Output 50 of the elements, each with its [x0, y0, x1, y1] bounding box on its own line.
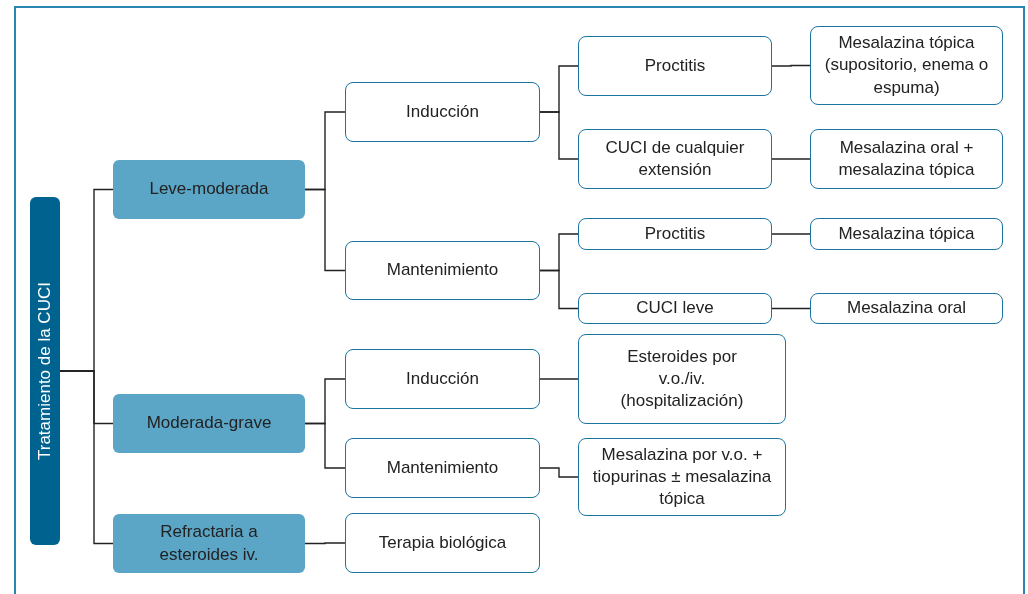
node-label: Inducción: [406, 100, 479, 123]
connector: [539, 111, 579, 160]
node-label: Mantenimiento: [386, 259, 499, 282]
node-label: Refractaria a esteroides iv.: [158, 521, 260, 566]
connector: [539, 467, 579, 478]
process-box: [578, 218, 772, 250]
process-box: [578, 129, 772, 189]
node-label: CUCI leve: [636, 297, 714, 320]
node-label: Esteroides por v.o./iv. (hospitalización): [619, 345, 745, 413]
node-label: Mesalazina oral: [846, 297, 967, 320]
process-box: [578, 334, 786, 424]
category-box: [113, 394, 305, 453]
node-label: Mantenimiento: [386, 456, 499, 479]
connector: [539, 269, 579, 310]
node-label: Leve-moderada: [149, 178, 269, 201]
node-label: Mesalazina tópica: [838, 222, 975, 245]
process-box: [345, 513, 540, 573]
process-box: [810, 218, 1003, 250]
node-label: Mesalazina tópica (supositorio, enema o espuma): [823, 32, 990, 99]
category-box: [113, 514, 305, 573]
node-label: CUCI de cualquier extensión: [604, 136, 746, 181]
node-label: Terapia biológica: [378, 531, 507, 554]
node-label: Proctitis: [644, 222, 706, 245]
process-box: [345, 438, 540, 498]
connector: [771, 64, 811, 67]
connector: [59, 370, 114, 545]
process-box: [578, 438, 786, 516]
process-box: [578, 36, 772, 96]
root-box: [30, 197, 60, 545]
process-box: [578, 293, 772, 324]
connector: [539, 378, 579, 380]
connector: [771, 307, 811, 310]
process-box: [345, 349, 540, 409]
node-label: Tratamiento de la CUCI: [33, 282, 55, 460]
node-label: Mesalazina por v.o. + tiopurinas ± mesalazina tópica: [591, 443, 773, 511]
process-box: [810, 129, 1003, 189]
process-box: [345, 241, 540, 300]
connector: [304, 422, 346, 469]
connector: [771, 233, 811, 235]
connector: [304, 542, 346, 545]
process-box: [345, 82, 540, 142]
node-label: Proctitis: [644, 54, 706, 77]
process-box: [810, 26, 1003, 105]
process-box: [810, 293, 1003, 324]
connector: [304, 188, 346, 272]
connector: [771, 158, 811, 160]
node-label: Inducción: [406, 367, 479, 390]
category-box: [113, 160, 305, 219]
node-label: Moderada-grave: [146, 412, 272, 435]
node-label: Mesalazina oral + mesalazina tópica: [837, 136, 976, 181]
